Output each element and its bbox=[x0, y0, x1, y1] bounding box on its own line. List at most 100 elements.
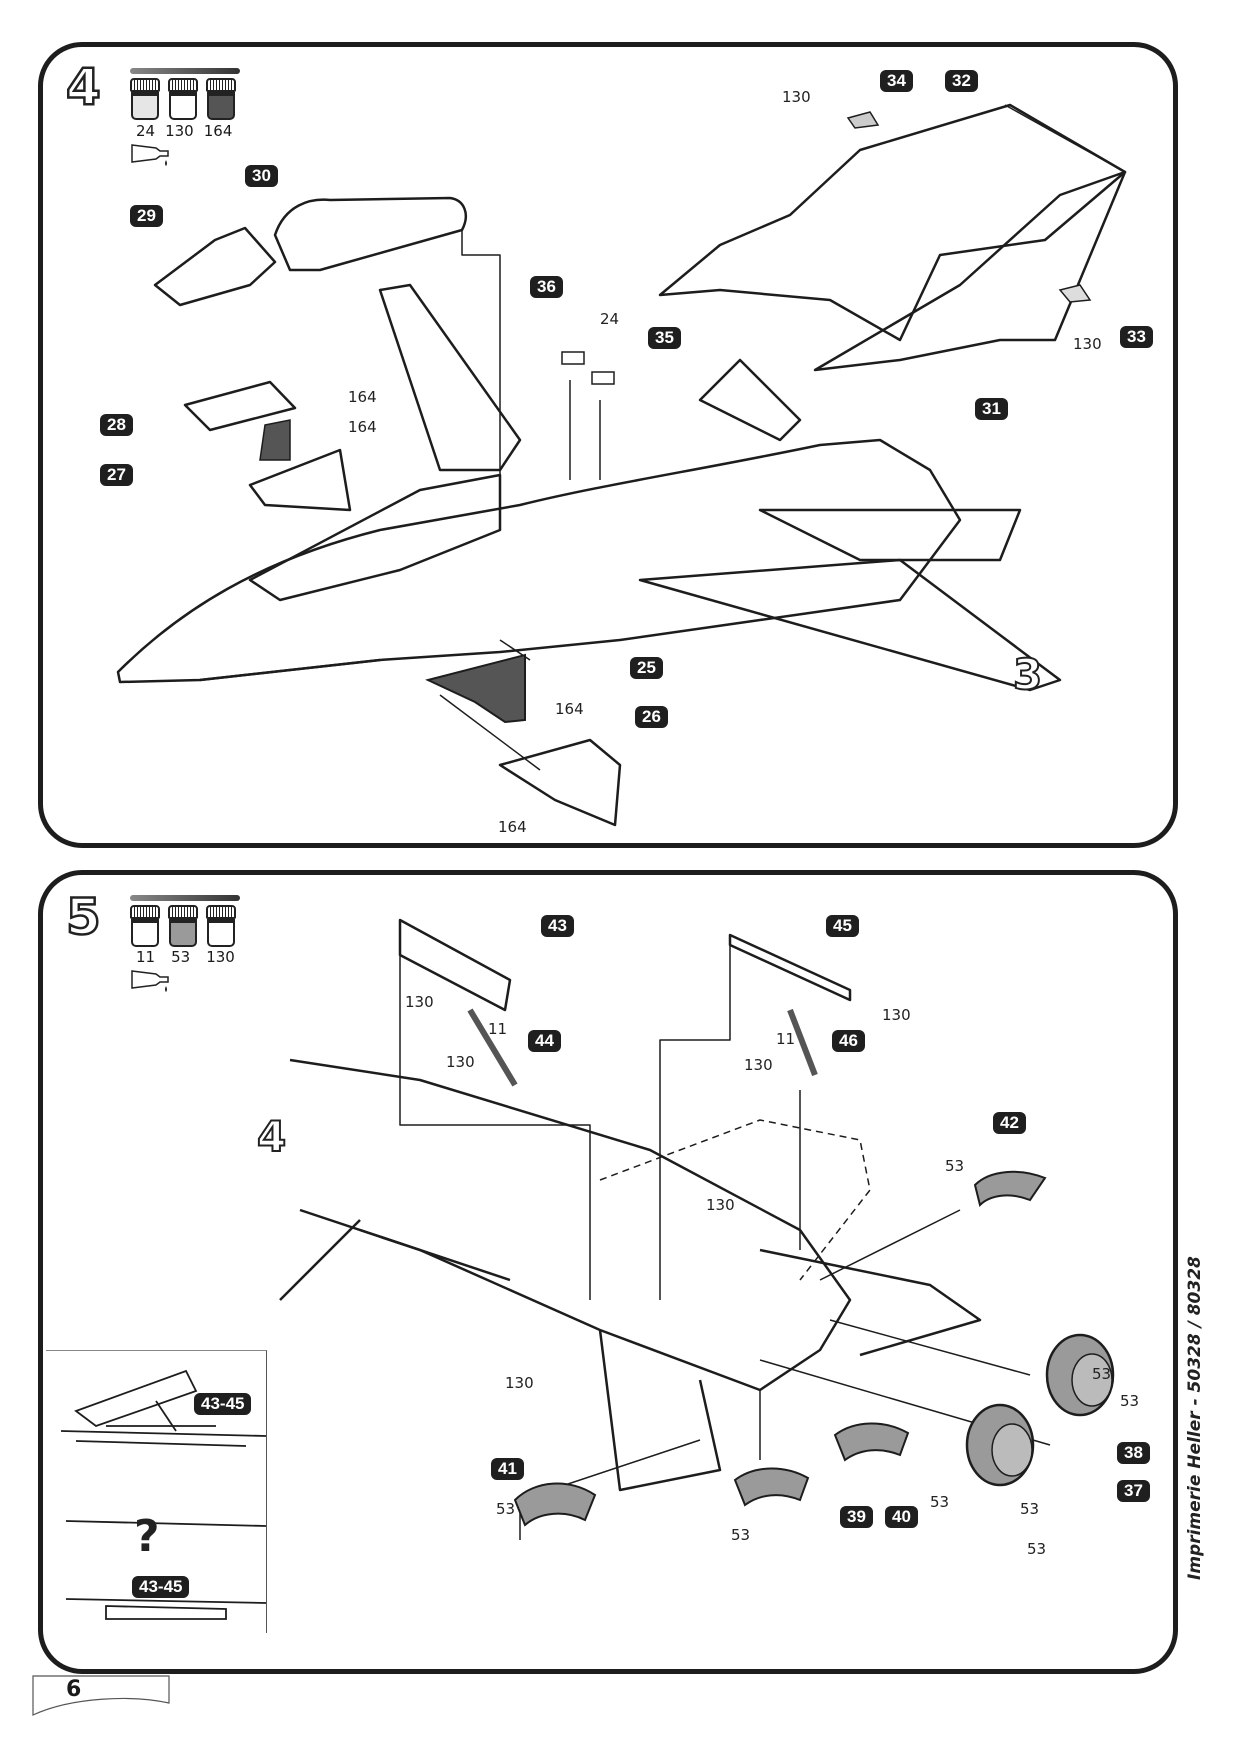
paint-callout: 53 bbox=[1020, 1500, 1040, 1518]
inset-label-bottom: 43-45 bbox=[132, 1576, 190, 1598]
paint-code: 53 bbox=[171, 948, 191, 966]
paint-callout: 130 bbox=[505, 1374, 534, 1392]
part-41-shape bbox=[513, 1482, 597, 1527]
paint-callout: 130 bbox=[706, 1196, 735, 1214]
part-number-27: 27 bbox=[100, 464, 133, 486]
part-33-shape bbox=[1058, 284, 1092, 303]
step-number: 5 bbox=[65, 888, 102, 946]
fuselage-outline bbox=[116, 438, 962, 684]
part-31-outline bbox=[813, 170, 1127, 372]
part-number-40: 40 bbox=[885, 1506, 918, 1528]
glue-tube-icon bbox=[131, 144, 169, 166]
paint-jar-icon bbox=[168, 78, 198, 122]
paint-jar-icon bbox=[130, 78, 160, 122]
paint-set bbox=[130, 905, 236, 949]
paint-callout: 53 bbox=[1027, 1540, 1047, 1558]
glue-tube-icon bbox=[131, 970, 169, 992]
paint-callout: 11 bbox=[488, 1020, 508, 1038]
part-number-43: 43 bbox=[541, 915, 574, 937]
part-number-38: 38 bbox=[1117, 1442, 1150, 1464]
paint-callout: 53 bbox=[731, 1526, 751, 1544]
part-number-37: 37 bbox=[1117, 1480, 1150, 1502]
part-number-32: 32 bbox=[945, 70, 978, 92]
part-26-outline bbox=[498, 738, 622, 827]
part-number-45: 45 bbox=[826, 915, 859, 937]
fin-left bbox=[378, 283, 522, 472]
part-25-shape bbox=[425, 653, 526, 724]
inset-illustration bbox=[60, 1369, 266, 1620]
part-number-28: 28 bbox=[100, 414, 133, 436]
paintbrush-icon bbox=[130, 895, 240, 901]
part-39-shape bbox=[733, 1467, 810, 1507]
printer-credit: Imprimerie Heller - 50328 / 80328 bbox=[1185, 1256, 1205, 1580]
part-number-42: 42 bbox=[993, 1112, 1026, 1134]
part-42-shape bbox=[973, 1170, 1047, 1207]
part-36-shape bbox=[561, 351, 585, 365]
paint-callout: 130 bbox=[782, 88, 811, 106]
part-40-shape bbox=[833, 1422, 910, 1462]
paint-code: 130 bbox=[206, 948, 235, 966]
part-35-shape bbox=[591, 371, 615, 385]
step-5-panel bbox=[38, 870, 1178, 1674]
paint-code: 11 bbox=[136, 948, 156, 966]
part-number-34: 34 bbox=[880, 70, 913, 92]
part-28-outline bbox=[183, 380, 297, 432]
paint-code: 130 bbox=[165, 122, 194, 140]
paint-callout: 130 bbox=[744, 1056, 773, 1074]
part-number-25: 25 bbox=[630, 657, 663, 679]
paint-callout: 53 bbox=[1120, 1392, 1140, 1410]
paint-code: 24 bbox=[136, 122, 156, 140]
part-number-30: 30 bbox=[245, 165, 278, 187]
paintbrush-icon bbox=[130, 68, 240, 74]
part-29-outline bbox=[153, 226, 277, 307]
paint-callout: 130 bbox=[446, 1053, 475, 1071]
paint-codes: 24 130 164 bbox=[136, 122, 232, 140]
tailplane bbox=[759, 1248, 982, 1357]
part-45-outline bbox=[728, 933, 852, 1002]
part-43-outline bbox=[398, 918, 512, 1012]
part-number-29: 29 bbox=[130, 205, 163, 227]
paint-callout: 53 bbox=[945, 1157, 965, 1175]
paint-callout: 130 bbox=[882, 1006, 911, 1024]
detail-inset: 43-45 ? 43-45 bbox=[46, 1350, 267, 1633]
part-number-46: 46 bbox=[832, 1030, 865, 1052]
part-number-39: 39 bbox=[840, 1506, 873, 1528]
paint-code: 164 bbox=[203, 122, 233, 140]
reference-step-number: 4 bbox=[256, 1111, 287, 1162]
paint-codes: 11 53 130 bbox=[136, 948, 235, 966]
reference-step-number: 3 bbox=[1012, 649, 1043, 700]
inset-label-top: 43-45 bbox=[194, 1393, 252, 1415]
step-4-panel bbox=[38, 42, 1178, 848]
paint-callout: 130 bbox=[1073, 335, 1102, 353]
paint-callout: 11 bbox=[776, 1030, 796, 1048]
part-number-41: 41 bbox=[491, 1458, 524, 1480]
part-34-shape bbox=[846, 111, 880, 129]
paint-callout: 130 bbox=[405, 993, 434, 1011]
part-32-outline bbox=[658, 103, 1127, 342]
paint-callout: 53 bbox=[930, 1493, 950, 1511]
page-number-tab: 6 bbox=[32, 1675, 170, 1717]
part-number-33: 33 bbox=[1120, 326, 1153, 348]
paint-set bbox=[130, 78, 236, 122]
part-number-36: 36 bbox=[530, 276, 563, 298]
paint-callout: 164 bbox=[555, 700, 584, 718]
part-number-31: 31 bbox=[975, 398, 1008, 420]
page-number: 6 bbox=[66, 1677, 82, 1702]
paint-jar-icon bbox=[206, 905, 236, 949]
fuselage-rear-outline bbox=[289, 1058, 852, 1392]
paint-jar-icon bbox=[206, 78, 236, 122]
part-number-35: 35 bbox=[648, 327, 681, 349]
paint-callout: 53 bbox=[496, 1500, 516, 1518]
ventral-fin bbox=[598, 1329, 722, 1492]
paint-callout: 164 bbox=[348, 418, 377, 436]
step-number: 4 bbox=[65, 58, 102, 116]
paint-callout: 53 bbox=[1092, 1365, 1112, 1383]
paint-callout: 164 bbox=[348, 388, 377, 406]
paint-callout: 164 bbox=[498, 818, 527, 836]
paint-callout: 24 bbox=[600, 310, 620, 328]
paint-jar-icon bbox=[168, 905, 198, 949]
paint-jar-icon bbox=[130, 905, 160, 949]
part-number-26: 26 bbox=[635, 706, 668, 728]
